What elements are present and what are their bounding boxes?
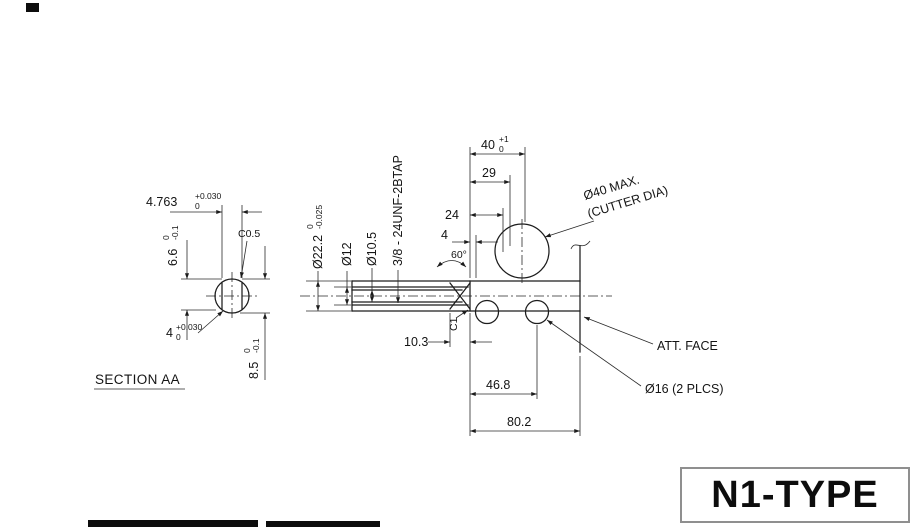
dim-4-label: 4 — [441, 228, 448, 242]
dia-222-tol-lower: -0.025 — [314, 205, 324, 229]
main-view: 40 +1 0 29 24 4 60° C1 10.3 — [300, 134, 724, 436]
att-face-label: ATT. FACE — [657, 339, 718, 353]
thread-callout-label: 3/8 - 24UNF-2BTAP — [391, 155, 405, 266]
dia-105-label: Ø10.5 — [365, 232, 379, 266]
break-squiggle — [570, 240, 591, 250]
dim-4flat-tol-lower: 0 — [176, 332, 181, 342]
dim-468-label: 46.8 — [486, 378, 510, 392]
dim-4763-tol-upper: +0.030 — [195, 191, 222, 201]
dim-4flat-tol-upper: +0.030 — [176, 322, 203, 332]
dim-66-value: 6.6 — [166, 249, 180, 266]
model-name: N1-TYPE — [711, 473, 879, 516]
dim-40-tol-lower: 0 — [499, 144, 504, 154]
scan-artifact-bottom-1 — [88, 520, 258, 527]
chamfer-c1-label: C1 — [448, 317, 460, 331]
section-aa-view: 4.763 +0.030 0 6.6 0 -0.1 C0.5 4 +0.030 … — [94, 191, 270, 390]
pin-circle-left — [474, 299, 500, 325]
dim-66-tol-lower: -0.1 — [170, 225, 180, 240]
dim-4763-value: 4.763 — [146, 195, 177, 209]
dim-66-tol-upper: 0 — [161, 235, 171, 240]
dim-103-label: 10.3 — [404, 335, 428, 349]
dim-40-value: 40 — [481, 138, 495, 152]
dia-222-value: Ø22.2 — [311, 235, 325, 269]
dim-85-tol-upper: 0 — [242, 348, 252, 353]
dim-29-label: 29 — [482, 166, 496, 180]
dim-40-tol-upper: +1 — [499, 134, 509, 144]
section-aa-title: SECTION AA — [95, 372, 180, 387]
dim-24-label: 24 — [445, 208, 459, 222]
scan-artifact-bottom-2 — [266, 521, 380, 527]
angle-60-label: 60° — [451, 249, 467, 261]
dim-802-label: 80.2 — [507, 415, 531, 429]
dim-4flat-value: 4 — [166, 326, 173, 340]
section-circle — [214, 278, 250, 314]
dia-12-label: Ø12 — [340, 242, 354, 266]
dim-85-value: 8.5 — [247, 362, 261, 379]
pin-circle-right — [524, 299, 550, 325]
chamfer-c05-label: C0.5 — [238, 228, 260, 240]
title-block: N1-TYPE — [680, 467, 910, 523]
pin-note-label: Ø16 (2 PLCS) — [645, 382, 724, 396]
scan-artifact-top-left — [26, 3, 39, 12]
dim-85-tol-lower: -0.1 — [251, 338, 261, 353]
dim-4763-tol-lower: 0 — [195, 201, 200, 211]
dia-222-tol-upper: 0 — [305, 224, 315, 229]
